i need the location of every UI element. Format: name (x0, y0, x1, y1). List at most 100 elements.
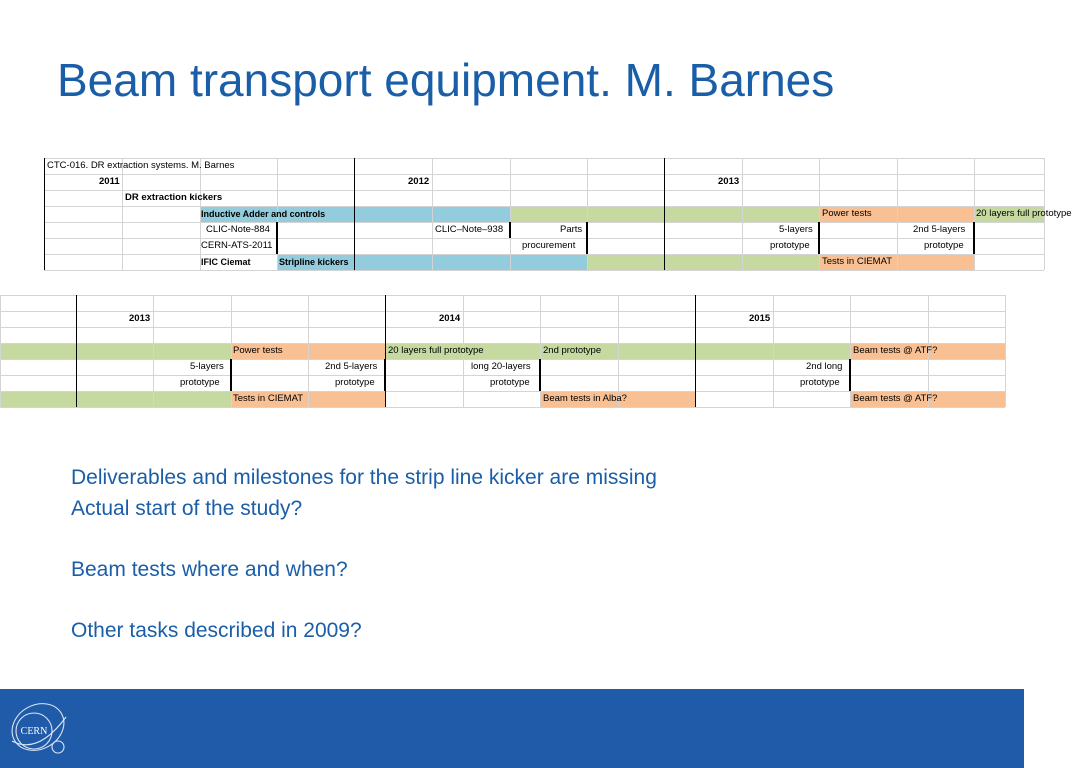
b-2nd-5-layers: 2nd 5-layers (325, 361, 378, 372)
grid-line (354, 158, 355, 270)
grid-line (153, 295, 154, 407)
b-tests-ciemat: Tests in CIEMAT (233, 393, 304, 404)
note-clic-938: CLIC–Note–938 (435, 224, 504, 235)
year-2012: 2012 (408, 176, 430, 187)
b-power-tests: Power tests (233, 345, 283, 356)
grid-line (0, 295, 1005, 296)
grid-line (44, 206, 1044, 207)
grid-line (897, 158, 898, 270)
grid-line (928, 295, 929, 407)
note-line: Deliverables and milestones for the stri… (71, 466, 657, 489)
event-full-prototype: 20 layers full prototype (976, 208, 1072, 219)
year-2015-b: 2015 (749, 313, 771, 324)
grid-line (76, 295, 77, 407)
grid-line (200, 158, 201, 270)
grid-line (850, 295, 851, 407)
grid-line (277, 158, 278, 270)
slide-title: Beam transport equipment. M. Barnes (57, 54, 835, 106)
milestone-mark (849, 359, 851, 375)
gantt-bar (850, 343, 1005, 359)
b-second-prototype: 2nd prototype (543, 345, 602, 356)
milestone-mark (509, 222, 511, 238)
grid-line (432, 158, 433, 270)
grid-line (819, 158, 820, 270)
task-stripline-kickers: Stripline kickers (279, 257, 349, 267)
grid-line (618, 295, 619, 407)
task-ific-ciemat: IFIC Ciemat (201, 257, 251, 267)
grid-line (44, 158, 45, 270)
gantt-bar (974, 206, 1044, 222)
grid-line (0, 327, 1005, 328)
b-prototype-3: prototype (490, 377, 530, 388)
event-power-tests: Power tests (822, 208, 872, 219)
b-prototype-1: prototype (180, 377, 220, 388)
grid-line (0, 359, 1005, 360)
milestone-mark (230, 375, 232, 391)
b-full-prototype: 20 layers full prototype (388, 345, 484, 356)
gantt-bar (385, 343, 540, 359)
grid-line (1005, 295, 1006, 407)
note-prototype-a: prototype (770, 240, 810, 251)
b-5-layers: 5-layers (190, 361, 224, 372)
footer-bar: CERN (0, 689, 1024, 768)
b-long-20-layers: long 20-layers (471, 361, 531, 372)
year-2014-b: 2014 (439, 313, 461, 324)
note-procurement: procurement (522, 240, 576, 251)
milestone-mark (539, 359, 541, 375)
gantt-bar (0, 391, 231, 407)
note-line (71, 524, 657, 555)
grid-line (44, 174, 1044, 175)
grid-line (308, 295, 309, 407)
grid-line (44, 238, 1044, 239)
event-tests-ciemat: Tests in CIEMAT (822, 256, 893, 267)
milestone-mark (230, 359, 232, 375)
cern-logo-text: CERN (21, 726, 48, 737)
grid-line (0, 311, 1005, 312)
gantt-bar (540, 391, 695, 407)
grid-line (0, 407, 1005, 408)
milestone-mark (586, 238, 588, 254)
note-prototype-b: prototype (924, 240, 964, 251)
milestone-mark (384, 359, 386, 375)
note-parts: Parts (560, 224, 583, 235)
grid-line (974, 158, 975, 270)
note-line: Other tasks described in 2009? (71, 618, 362, 642)
note-line: Beam tests where and when? (71, 557, 348, 581)
gantt-bar (819, 254, 974, 270)
grid-line (231, 295, 232, 407)
grid-line (463, 295, 464, 407)
milestone-mark (276, 222, 278, 238)
b-beam-tests-alba: Beam tests in Alba? (543, 393, 627, 404)
grid-line (0, 343, 1005, 344)
table-header: CTC-016. DR extraction systems. M. Barne… (47, 160, 235, 171)
grid-line (44, 270, 1044, 271)
note-line (71, 585, 657, 616)
grid-line (587, 158, 588, 270)
grid-line (695, 295, 696, 407)
grid-line (0, 375, 1005, 376)
grid-line (44, 158, 1044, 159)
notes-list: Deliverables and milestones for the stri… (71, 463, 657, 646)
grid-line (773, 295, 774, 407)
b-prototype-2: prototype (335, 377, 375, 388)
schedule-table-top: CTC-016. DR extraction systems. M. Barne… (44, 158, 1072, 272)
b-beam-tests-atf-1: Beam tests @ ATF? (853, 345, 938, 356)
milestone-mark (849, 375, 851, 391)
grid-line (742, 158, 743, 270)
cern-logo: CERN (11, 703, 67, 754)
year-2013: 2013 (718, 176, 740, 187)
b-beam-tests-atf-2: Beam tests @ ATF? (853, 393, 938, 404)
note-5-layers: 5-layers (779, 224, 813, 235)
grid-line (44, 190, 1044, 191)
grid-line (540, 295, 541, 407)
grid-line (385, 295, 386, 407)
note-cern-ats: CERN-ATS-2011 (201, 240, 273, 251)
gantt-bar (587, 254, 819, 270)
note-clic-884: CLIC-Note-884 (206, 224, 270, 235)
gantt-bar (0, 343, 231, 359)
note-2nd-5-layers: 2nd 5-layers (913, 224, 966, 235)
year-2011: 2011 (99, 176, 120, 187)
grid-line (664, 158, 665, 270)
section-label: DR extraction kickers (125, 192, 223, 203)
grid-line (510, 158, 511, 270)
